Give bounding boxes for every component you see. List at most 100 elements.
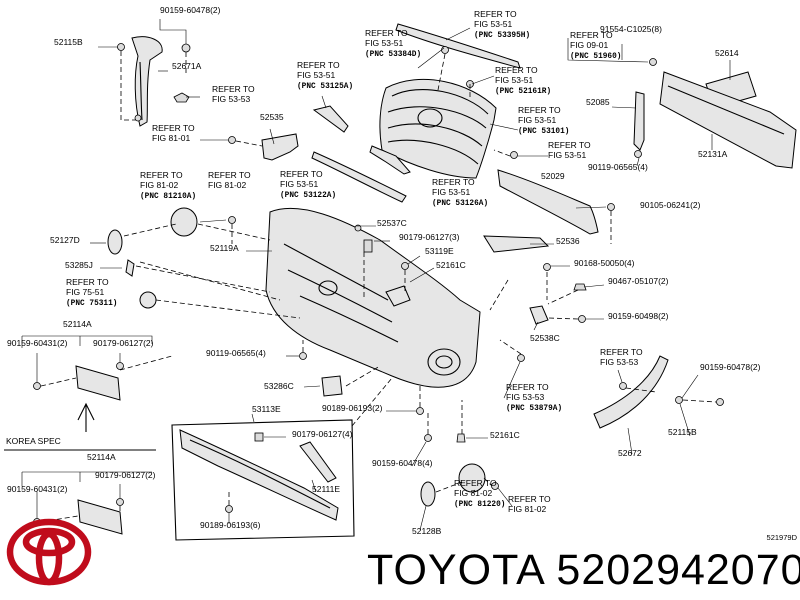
callout-text: 52131A bbox=[698, 149, 728, 159]
callout-text: REFER TO bbox=[66, 277, 109, 287]
callout-c16: 52085 bbox=[586, 97, 610, 107]
callout-text: 53119E bbox=[425, 246, 454, 256]
callout-text: FIG 53-51 bbox=[280, 179, 319, 189]
grille-53113e bbox=[179, 429, 339, 521]
reinforcement-52131a bbox=[659, 71, 797, 169]
callout-pnc: (PNC 81220) bbox=[454, 501, 505, 509]
callout-text: FIG 81-02 bbox=[208, 180, 247, 190]
bolt-icon bbox=[117, 43, 125, 51]
molding-53395h bbox=[395, 23, 521, 69]
callout-text: REFER TO bbox=[432, 177, 475, 187]
bracket-52671a bbox=[131, 36, 163, 127]
callout-text: 90467-05107(2) bbox=[608, 276, 669, 286]
callout-c13: 91554-C1025(8) bbox=[600, 24, 662, 34]
callout-text: FIG 81-02 bbox=[508, 504, 547, 514]
callout-c48: 52115B bbox=[668, 427, 697, 437]
bracket-52085 bbox=[633, 91, 645, 151]
callout-text: 52115B bbox=[54, 37, 83, 47]
callout-text: 90189-06193(2) bbox=[322, 403, 383, 413]
callout-text: 52161C bbox=[436, 260, 466, 270]
molding-53122a bbox=[311, 151, 407, 203]
bolt-icon bbox=[619, 382, 627, 390]
radiator-grille-53101 bbox=[379, 78, 497, 179]
clip-icon bbox=[456, 433, 466, 443]
callout-text: REFER TO bbox=[212, 84, 255, 94]
callout-text: 90159-60431(2) bbox=[7, 484, 68, 494]
callout-text: REFER TO bbox=[208, 170, 251, 180]
callout-pnc: (PNC 52161R) bbox=[495, 88, 551, 96]
frame-box-53113e bbox=[171, 419, 355, 541]
bolt-icon bbox=[225, 505, 233, 513]
callout-c50: 52161C bbox=[490, 430, 520, 440]
bolt-icon bbox=[228, 216, 236, 224]
bolt-icon bbox=[517, 354, 525, 362]
callout-text: 90105-06241(2) bbox=[640, 200, 701, 210]
callout-text: REFER TO bbox=[297, 60, 340, 70]
callout-text: 90189-06193(6) bbox=[200, 520, 261, 530]
callout-c54: 90159-60478(4) bbox=[372, 458, 433, 468]
clip-icon bbox=[254, 432, 264, 442]
molding-52111e bbox=[299, 441, 337, 483]
license-bracket-52114a bbox=[75, 365, 121, 401]
callout-text: FIG 53-53 bbox=[212, 94, 251, 104]
callout-c60: 52128B bbox=[412, 526, 442, 536]
callout-text: FIG 53-51 bbox=[297, 70, 336, 80]
bracket-52161c bbox=[385, 285, 411, 307]
callout-text: FIG 53-51 bbox=[474, 19, 513, 29]
bolt-icon bbox=[424, 434, 432, 442]
callout-c25: 52537C bbox=[377, 218, 407, 228]
callout-text: REFER TO bbox=[474, 9, 517, 19]
toyota-emblem-icon bbox=[6, 518, 92, 586]
callout-text: 90159-60478(2) bbox=[700, 362, 761, 372]
callout-c37: 90159-60498(2) bbox=[608, 311, 669, 321]
callout-text: REFER TO bbox=[506, 382, 549, 392]
callout-text: 52538C bbox=[530, 333, 560, 343]
callout-text: FIG 53-51 bbox=[548, 150, 587, 160]
korea-spec-label: KOREA SPEC bbox=[6, 436, 61, 446]
bolt-icon bbox=[181, 43, 191, 53]
cover-52128b bbox=[420, 481, 436, 507]
callout-c59: 90189-06193(6) bbox=[200, 520, 261, 530]
bolt-icon bbox=[228, 136, 236, 144]
license-bracket-52114a-korea bbox=[77, 499, 123, 535]
callout-c38: 90159-60431(2) bbox=[7, 338, 68, 348]
callout-c23: 52029 bbox=[541, 171, 565, 181]
callout-c44: 53286C bbox=[264, 381, 294, 391]
callout-c27: 52119A bbox=[210, 243, 239, 253]
callout-c55: 52672 bbox=[618, 448, 642, 458]
callout-text: 90179-06127(4) bbox=[292, 429, 353, 439]
callout-text: 90119-06565(4) bbox=[588, 162, 648, 172]
callout-text: 90159-60478(2) bbox=[160, 5, 221, 15]
callout-text: 52161C bbox=[490, 430, 520, 440]
callout-text: REFER TO bbox=[140, 170, 183, 180]
callout-text: 91554-C1025(8) bbox=[600, 24, 662, 34]
callout-text: 90159-60431(2) bbox=[7, 338, 68, 348]
callout-text: FIG 09-01 bbox=[570, 40, 609, 50]
callout-text: 90119-06565(4) bbox=[206, 348, 266, 358]
callout-text: REFER TO bbox=[152, 123, 195, 133]
callout-text: FIG 53-53 bbox=[600, 357, 639, 367]
illustration-number: 521979D bbox=[767, 533, 798, 542]
callout-text: FIG 53-53 bbox=[506, 392, 545, 402]
callout-text: REFER TO bbox=[280, 169, 323, 179]
cap-53286c bbox=[321, 375, 343, 397]
bolt-icon bbox=[649, 58, 657, 66]
callout-text: 52111E bbox=[312, 484, 340, 494]
callout-text: 52536 bbox=[556, 236, 580, 246]
brand-name: TOYOTA bbox=[367, 546, 544, 594]
bolt-icon bbox=[607, 203, 615, 211]
callout-text: 53285J bbox=[65, 260, 93, 270]
